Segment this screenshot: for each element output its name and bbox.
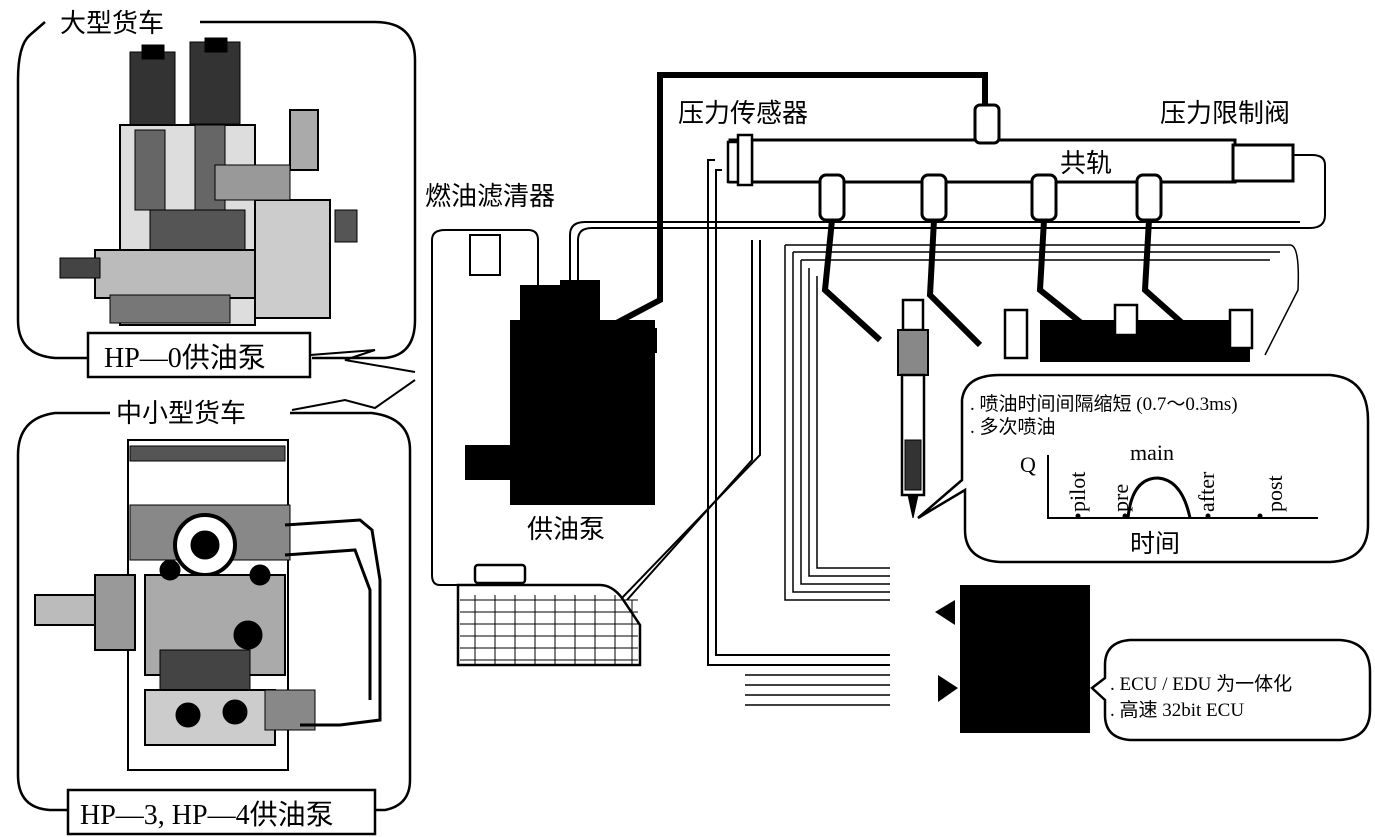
large-truck-title: 大型货车 <box>60 9 164 39</box>
hp3-pump-drawing <box>34 439 382 771</box>
ecu-arrow-out <box>938 675 958 702</box>
sensor-signal-line <box>573 72 988 348</box>
pressure-limiter-label: 压力限制阀 <box>1160 99 1290 129</box>
ecu-note-1: . ECU / EDU 为一体化 <box>1110 673 1292 695</box>
hp0-pump-drawing <box>59 37 358 326</box>
main-label: main <box>1130 440 1174 465</box>
injection-note-1: . 喷油时间间隔缩短 (0.7～0.3ms) <box>970 393 1238 415</box>
large-pump-label: HP—0供油泵 <box>104 342 266 374</box>
after-label: after <box>1194 471 1219 512</box>
supply-pump-drawing: 供油泵 <box>465 234 657 545</box>
injection-chart-axes <box>1047 455 1318 519</box>
ecu-callout-bubble <box>1090 638 1372 742</box>
pre-label: pre <box>1108 484 1133 512</box>
q-axis-label: Q <box>1020 452 1036 477</box>
time-axis-label: 时间 <box>1130 529 1180 558</box>
small-pump-label: HP—3, HP—4供油泵 <box>80 799 334 831</box>
ecu-note-2: . 高速 32bit ECU <box>1110 699 1244 721</box>
small-truck-panel: 中小型货车 HP—3, HP—4供油泵 <box>16 399 412 836</box>
pilot-label: pilot <box>1065 472 1090 512</box>
ecu-arrow-in <box>935 600 955 625</box>
return-lines <box>745 244 1300 706</box>
post-label: post <box>1262 475 1287 512</box>
injector-bank <box>1003 303 1254 362</box>
common-rail-label: 共轨 <box>1060 149 1112 179</box>
injection-note-2: . 多次喷油 <box>970 416 1056 438</box>
small-truck-frame <box>16 411 412 812</box>
small-pump-label-box <box>66 788 377 836</box>
fuel-lines <box>431 154 1326 666</box>
fuel-injector <box>897 298 929 519</box>
large-truck-frame <box>16 20 417 360</box>
ecu-unit <box>935 585 1090 733</box>
ecu-callout: . ECU / EDU 为一体化 . 高速 32bit ECU <box>1090 638 1372 742</box>
pressure-sensor-label: 压力传感器 <box>678 99 808 129</box>
fuel-filter-label: 燃油滤清器 <box>425 182 555 212</box>
injection-callout: . 喷油时间间隔缩短 (0.7～0.3ms) . 多次喷油 Q pilot pr… <box>917 373 1370 564</box>
common-rail: 共轨 <box>726 103 1295 187</box>
small-truck-title: 中小型货车 <box>116 399 246 429</box>
ecu-box <box>960 585 1090 733</box>
large-truck-panel: 大型货车 HP—0供油泵 <box>16 9 417 379</box>
fuel-tank <box>456 563 642 667</box>
main-injection-curve <box>1126 476 1192 519</box>
connector-zigzag-top <box>309 349 416 373</box>
supply-pump-label: 供油泵 <box>527 515 605 545</box>
injection-callout-bubble <box>917 373 1370 564</box>
connector-zigzag-bottom <box>291 379 416 411</box>
